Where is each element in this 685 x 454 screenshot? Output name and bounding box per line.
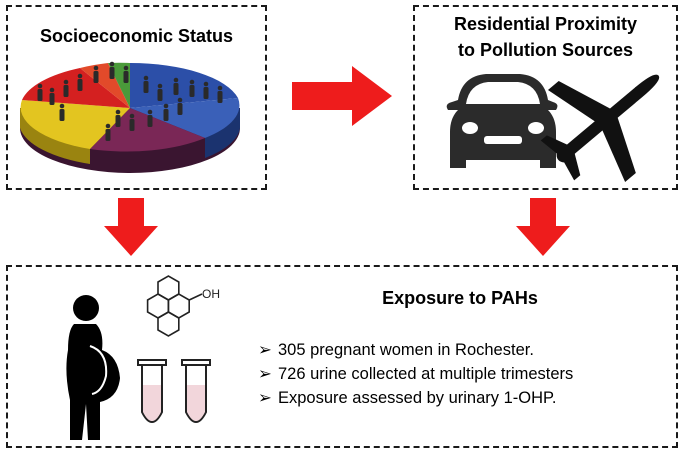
proximity-box — [413, 5, 678, 190]
bullet-arrow-icon: ➢ — [258, 389, 272, 407]
list-item: ➢726 urine collected at multiple trimest… — [258, 362, 573, 386]
proximity-title-line2: to Pollution Sources — [457, 40, 633, 60]
list-item: ➢305 pregnant women in Rochester. — [258, 338, 573, 362]
molecule-oh-label: OH — [202, 287, 220, 301]
ses-box — [6, 5, 267, 190]
list-item: ➢Exposure assessed by urinary 1-OHP. — [258, 386, 573, 410]
ses-title: Socioeconomic Status — [39, 26, 234, 46]
exposure-box — [6, 265, 678, 448]
exposure-title: Exposure to PAHs — [382, 288, 538, 308]
proximity-title: Residential Proximity to Pollution Sourc… — [413, 11, 678, 63]
bullet-arrow-icon: ➢ — [258, 365, 272, 383]
exposure-bullet-list: ➢305 pregnant women in Rochester. ➢726 u… — [258, 338, 573, 410]
proximity-title-line1: Residential Proximity — [453, 14, 638, 34]
bullet-arrow-icon: ➢ — [258, 341, 272, 359]
